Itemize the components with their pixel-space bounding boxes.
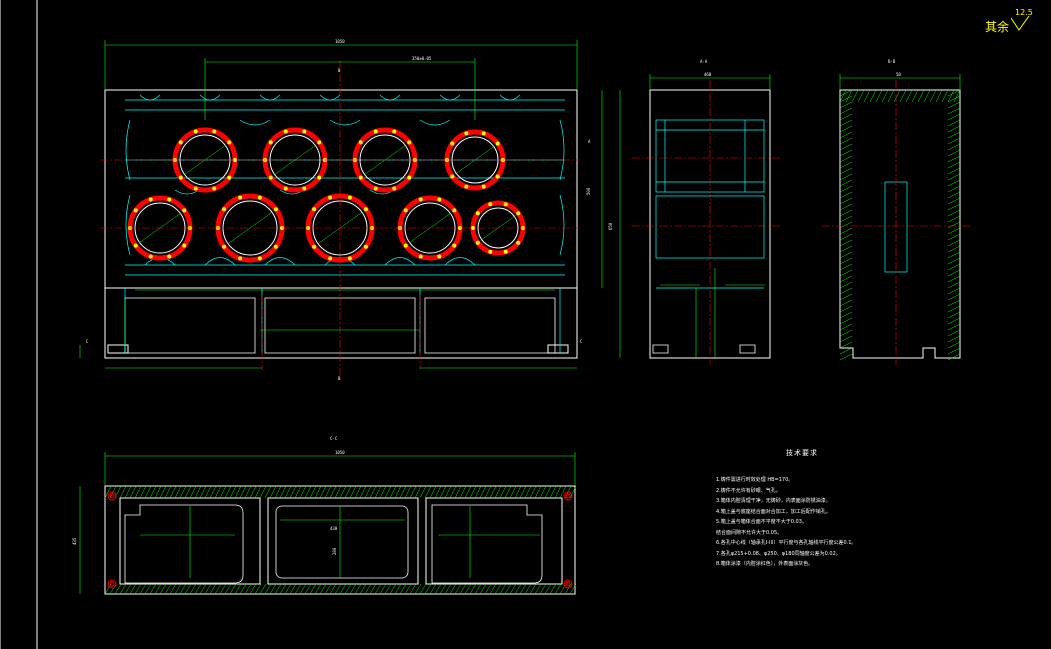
svg-text:435: 435: [72, 537, 77, 545]
note-line: 3.箱体内腔清理干净，无铸砂，内表面涂防锈油漆。: [716, 498, 831, 504]
roughness-label: 其余: [985, 20, 1010, 34]
section-cc-view: C-C 1050 435 430 280: [72, 436, 577, 595]
svg-text:430: 430: [330, 526, 338, 531]
svg-text:280: 280: [332, 547, 337, 555]
note-line: 4.箱上盖与底座结合面对合加工，加工后配作销孔。: [716, 508, 831, 515]
front-view: 1050 350±0.05 500 650 C C A B B: [79, 39, 621, 381]
svg-text:350±0.05: 350±0.05: [412, 56, 432, 61]
roughness-check-icon: [1011, 16, 1030, 31]
note-line: 1.铸件需进行时效处理 HB=170。: [716, 477, 794, 483]
svg-text:B: B: [338, 376, 341, 381]
svg-text:1050: 1050: [335, 39, 345, 44]
note-line: 8.箱体涂漆（内腔涂红色），外表面涂灰色。: [716, 561, 814, 567]
svg-text:B-B: B-B: [888, 59, 896, 64]
note-line: 结合面间隙不允许大于0.05。: [716, 529, 783, 536]
note-line: 5.箱上盖与箱体合面不平度不大于0.03。: [716, 519, 807, 525]
roughness-value: 12.5: [1015, 8, 1033, 17]
svg-text:50: 50: [896, 72, 901, 77]
svg-text:B: B: [338, 68, 341, 73]
svg-text:C: C: [580, 339, 583, 344]
svg-text:A: A: [588, 139, 591, 144]
note-line: 7.各孔φ215+0.08、φ250、φ180同轴度公差为0.02。: [716, 550, 841, 557]
svg-text:C-C: C-C: [330, 436, 338, 441]
svg-text:C: C: [86, 339, 89, 344]
section-aa-view: A-A 460: [632, 59, 780, 365]
note-line: 6.各孔中心线（轴承孔I-III）平行度与各孔轴线平行度公差0.1。: [716, 540, 857, 546]
svg-text:650: 650: [608, 222, 613, 230]
svg-text:500: 500: [586, 187, 591, 195]
svg-text:A-A: A-A: [700, 59, 708, 64]
notes-title: 技术要求: [786, 449, 818, 457]
svg-text:1050: 1050: [335, 450, 345, 455]
section-bb-view: B-B 50: [822, 59, 970, 365]
note-line: 2.铸件不允许有砂眼、气孔。: [716, 487, 781, 494]
svg-text:460: 460: [704, 72, 712, 77]
